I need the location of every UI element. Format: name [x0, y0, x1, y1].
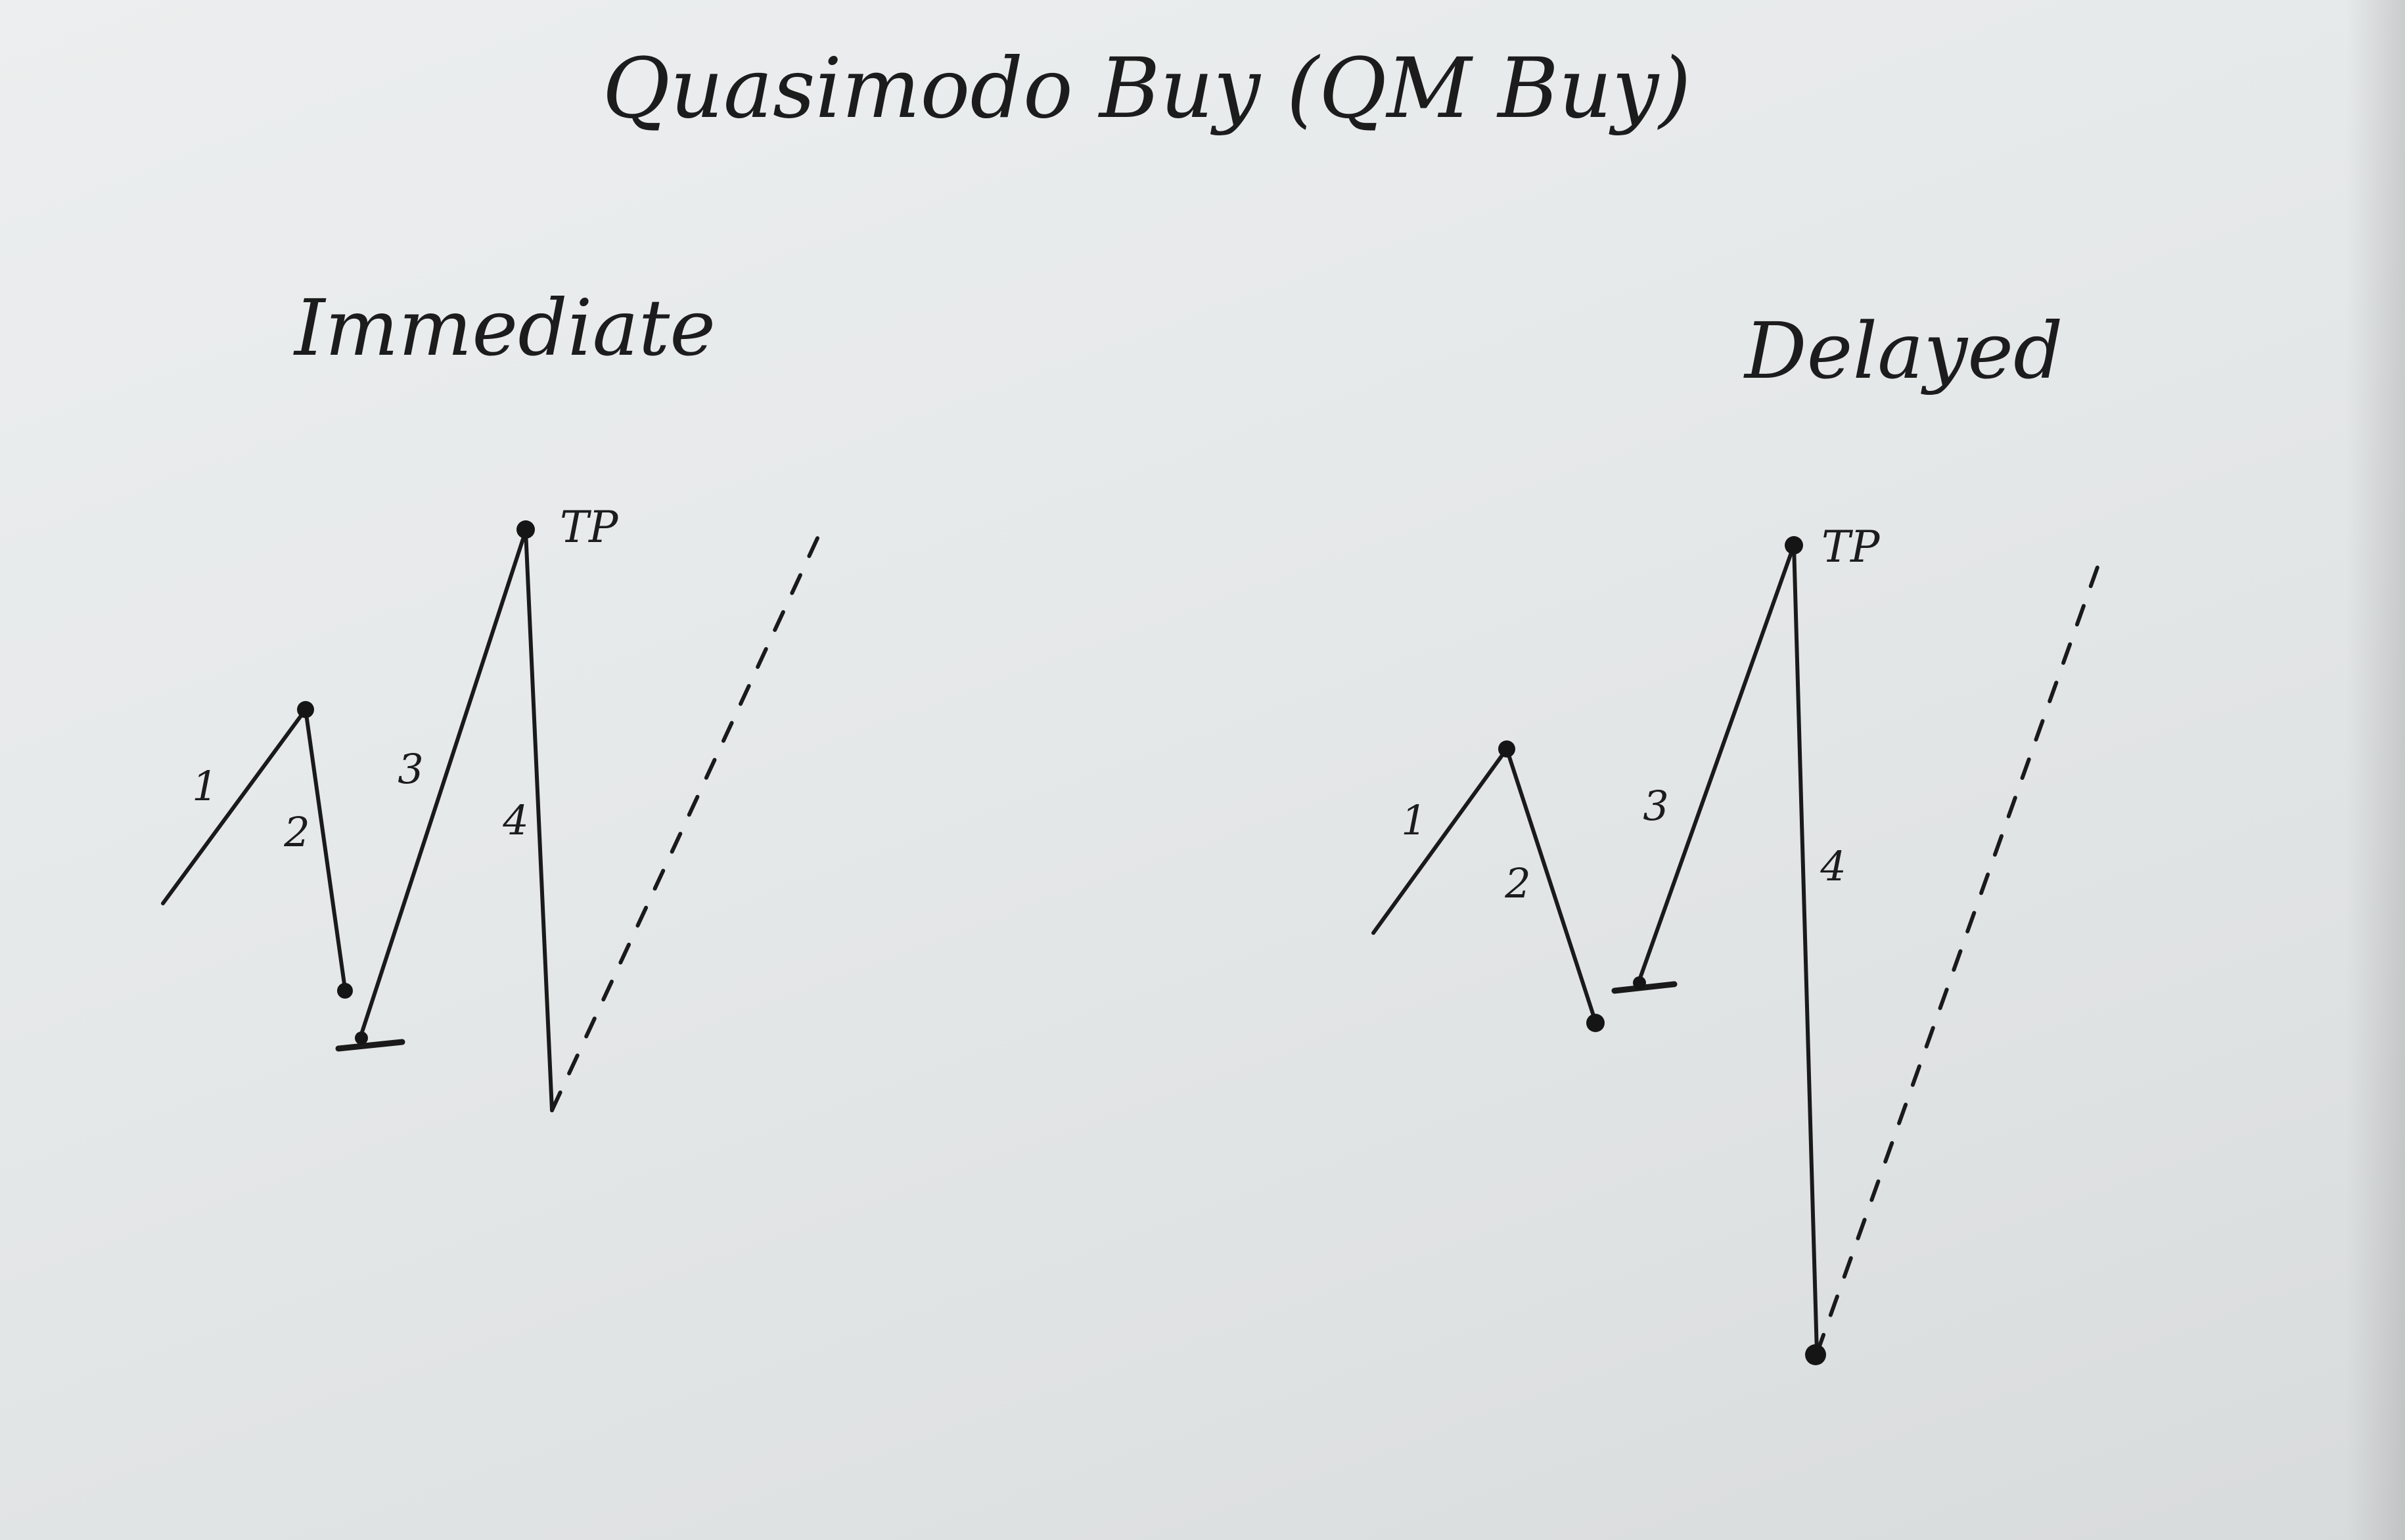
- delayed-pattern: Delayed 1 2 3 4 TP: [1371, 306, 2101, 1365]
- immediate-leg-label-3: 3: [398, 745, 423, 793]
- delayed-swing-low-dot: [1586, 1014, 1605, 1032]
- delayed-leg-label-3: 3: [1643, 782, 1668, 830]
- immediate-legs-1-2: [161, 708, 347, 991]
- delayed-entry-marker: [1611, 981, 1678, 994]
- delayed-leg-label-2: 2: [1504, 859, 1530, 907]
- delayed-swing-high-dot: [1498, 740, 1515, 758]
- immediate-pattern: Immediate 1 2 3 4 TP: [161, 283, 825, 1112]
- immediate-swing-low-dot: [337, 983, 353, 999]
- delayed-leg-label-4: 4: [1820, 842, 1846, 890]
- delayed-legs-3-4: [1636, 543, 1819, 1355]
- delayed-entry-dot: [1633, 976, 1646, 989]
- immediate-entry-dot: [355, 1031, 368, 1045]
- immediate-heading: Immediate: [293, 283, 716, 373]
- immediate-entry-marker: [335, 1039, 405, 1052]
- immediate-leg-label-2: 2: [283, 808, 309, 856]
- immediate-target-dot: [516, 520, 535, 539]
- delayed-legs-1-2: [1371, 747, 1597, 1024]
- immediate-projection-dashed: [550, 525, 825, 1112]
- delayed-stop-run-dot: [1805, 1344, 1826, 1365]
- delayed-target-dot: [1785, 536, 1803, 555]
- delayed-leg-label-1: 1: [1401, 796, 1427, 844]
- immediate-swing-high-dot: [297, 701, 314, 718]
- page-title: Quasimodo Buy (QM Buy): [602, 40, 1691, 137]
- immediate-leg-label-4: 4: [502, 796, 528, 844]
- delayed-target-label: TP: [1821, 522, 1881, 572]
- delayed-heading: Delayed: [1743, 306, 2063, 396]
- immediate-leg-label-1: 1: [192, 762, 218, 810]
- immediate-target-label: TP: [560, 502, 619, 553]
- delayed-projection-dashed: [1815, 560, 2101, 1355]
- paper-edge-shadow: [2346, 0, 2405, 1540]
